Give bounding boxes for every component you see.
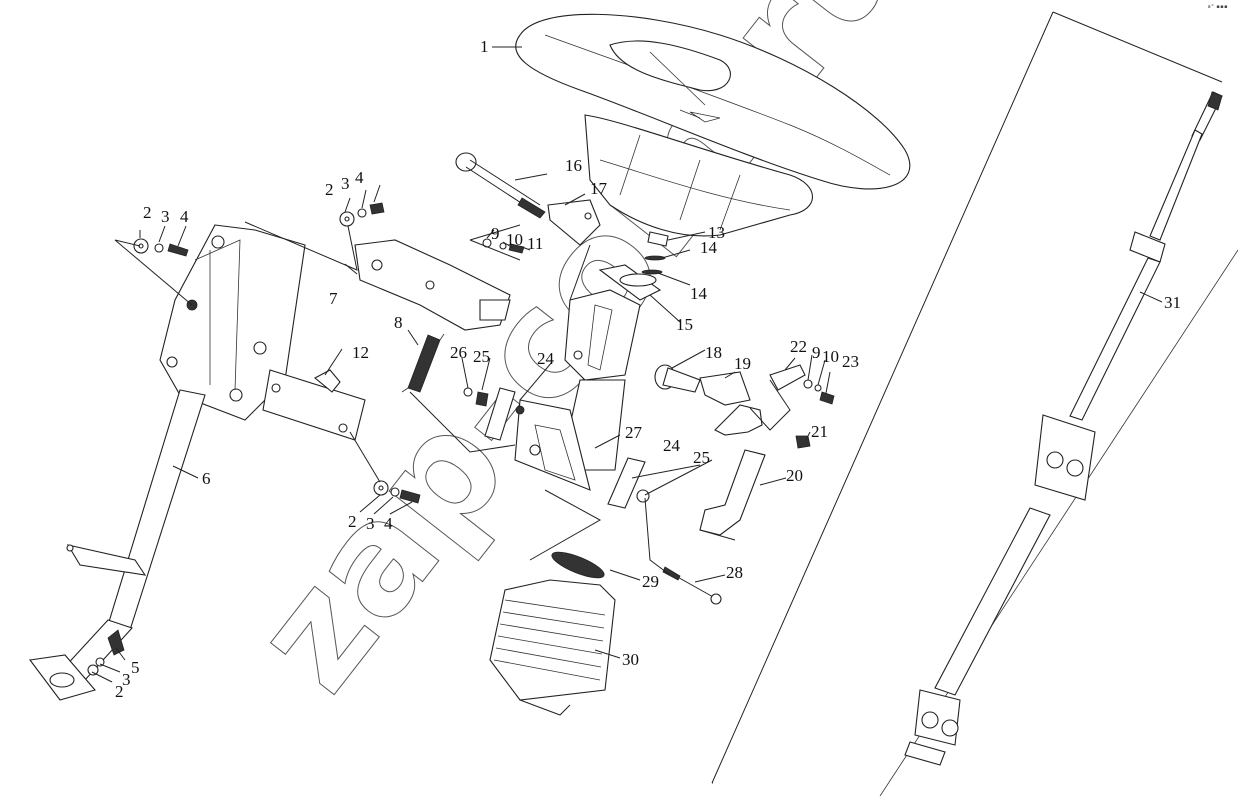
callout-4: 4 bbox=[384, 514, 393, 533]
callout-24: 24 bbox=[537, 349, 555, 368]
steering-column-tube bbox=[29, 224, 306, 701]
callout-10: 10 bbox=[822, 347, 839, 366]
leader-lines bbox=[91, 46, 1163, 716]
callout-24: 24 bbox=[663, 436, 681, 455]
column-housing bbox=[514, 264, 662, 491]
callout-2: 2 bbox=[348, 512, 357, 531]
callout-16: 16 bbox=[565, 156, 582, 175]
callout-9: 9 bbox=[491, 224, 500, 243]
tilt-lever bbox=[699, 404, 766, 541]
callout-6: 6 bbox=[202, 469, 211, 488]
callout-19: 19 bbox=[734, 354, 751, 373]
callout-3: 3 bbox=[341, 174, 350, 193]
dust-boot bbox=[489, 551, 616, 701]
callout-29: 29 bbox=[642, 572, 659, 591]
pin-clevis bbox=[654, 364, 751, 406]
callout-20: 20 bbox=[786, 466, 803, 485]
callout-2: 2 bbox=[115, 682, 124, 701]
callout-22: 22 bbox=[790, 337, 807, 356]
callout-14: 14 bbox=[700, 238, 718, 257]
callout-14: 14 bbox=[690, 284, 708, 303]
intermediate-shaft bbox=[904, 91, 1223, 766]
callout-28: 28 bbox=[726, 563, 743, 582]
callout-18: 18 bbox=[705, 343, 722, 362]
callout-25: 25 bbox=[693, 448, 710, 467]
callout-17: 17 bbox=[590, 179, 608, 198]
support-plate bbox=[262, 369, 366, 441]
callout-27: 27 bbox=[625, 423, 643, 442]
callout-4: 4 bbox=[355, 168, 364, 187]
callout-23: 23 bbox=[842, 352, 859, 371]
callout-3: 3 bbox=[366, 514, 375, 533]
callout-30: 30 bbox=[622, 650, 639, 669]
long-bolt bbox=[455, 152, 546, 219]
callout-12: 12 bbox=[352, 343, 369, 362]
callout-13: 13 bbox=[708, 223, 725, 242]
clevis-upper bbox=[547, 199, 601, 246]
callout-3: 3 bbox=[122, 670, 131, 689]
callout-4: 4 bbox=[180, 207, 189, 226]
callout-2: 2 bbox=[143, 203, 152, 222]
callout-8: 8 bbox=[394, 313, 403, 332]
callout-3: 3 bbox=[161, 207, 170, 226]
steering-wheel bbox=[515, 13, 911, 237]
callout-21: 21 bbox=[811, 422, 828, 441]
tension-spring bbox=[401, 333, 445, 393]
callout-15: 15 bbox=[676, 315, 693, 334]
callout-9: 9 bbox=[812, 343, 821, 362]
callout-11: 11 bbox=[527, 234, 543, 253]
callout-26: 26 bbox=[450, 343, 467, 362]
nut-washers bbox=[641, 231, 669, 275]
callout-31: 31 bbox=[1164, 293, 1181, 312]
callout-5: 5 bbox=[131, 658, 140, 677]
callout-labels: 1 2 3 4 2 3 4 2 3 4 2 3 5 6 7 8 9 10 11 … bbox=[115, 37, 1181, 701]
callout-10: 10 bbox=[506, 230, 523, 249]
corner-mark: a° ▪▪▪ bbox=[1207, 4, 1228, 10]
callout-1: 1 bbox=[480, 37, 489, 56]
hardware bbox=[87, 202, 835, 676]
callout-25: 25 bbox=[473, 347, 490, 366]
upper-bracket bbox=[354, 239, 511, 331]
callout-7: 7 bbox=[329, 289, 338, 308]
callout-2: 2 bbox=[325, 180, 334, 199]
group-frame bbox=[711, 11, 1223, 784]
